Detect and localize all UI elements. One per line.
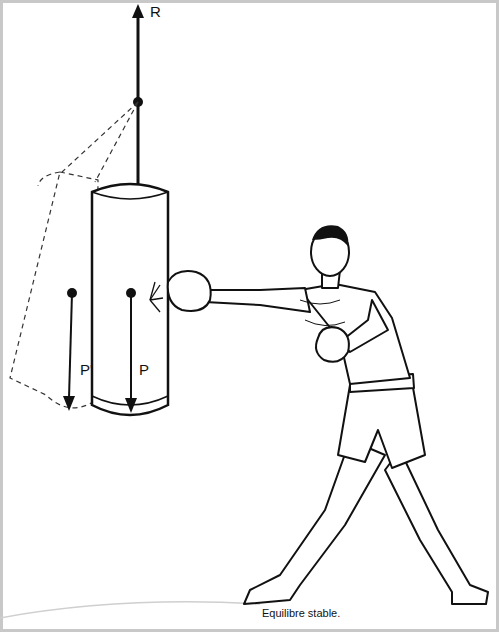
force-label: P [139, 362, 149, 377]
force-label: R [150, 4, 161, 19]
force-label: P' [80, 362, 93, 377]
caption: Equilibre stable. [262, 608, 340, 619]
